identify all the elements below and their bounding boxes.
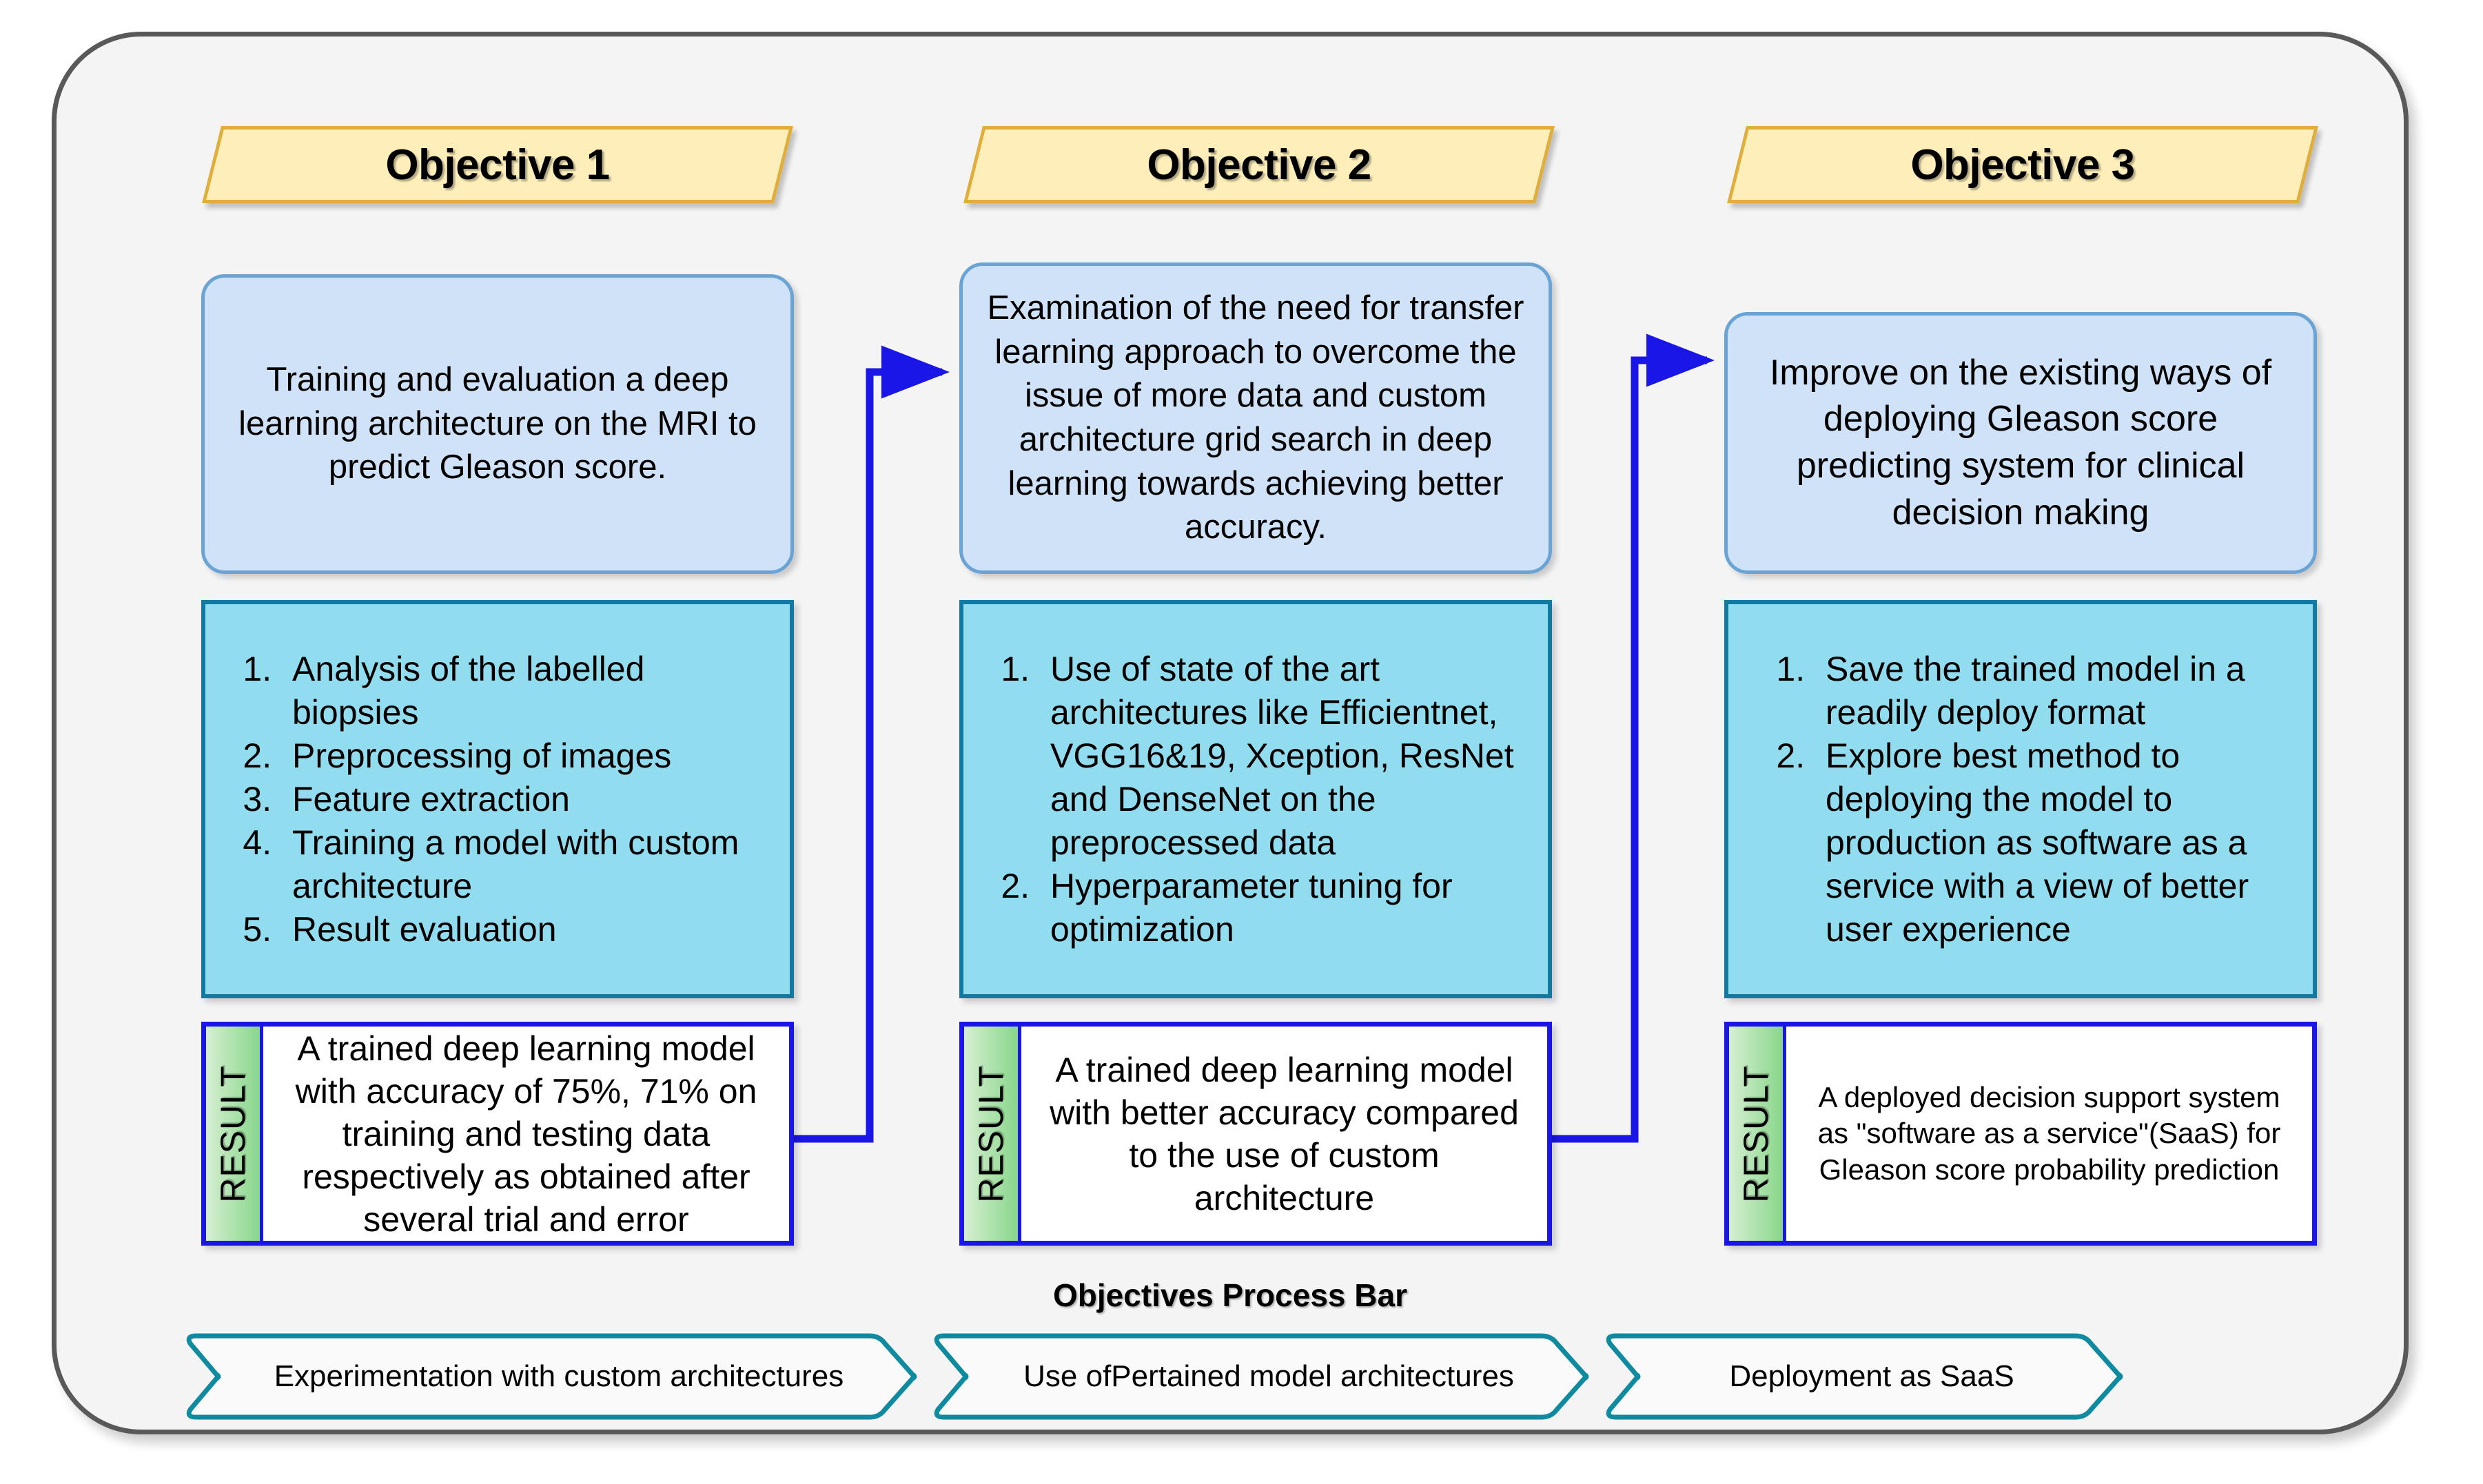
process-step-3[interactable]: Deployment as SaaS: [1600, 1332, 2124, 1421]
objective-banner-3: Objective 3: [1727, 126, 2318, 203]
list-item: Use of state of the art architectures li…: [1039, 648, 1535, 865]
objective-statement-text-1: Training and evaluation a deep learning …: [238, 360, 757, 486]
chevron-shape-2: [934, 1333, 1589, 1420]
result-tab-2: RESULT: [964, 1027, 1021, 1241]
result-tab-3: RESULT: [1729, 1027, 1786, 1241]
process-step-label-2: Use ofPertained model architectures: [1023, 1359, 1514, 1393]
process-step-label-3: Deployment as SaaS: [1729, 1359, 2014, 1393]
objective-statement-2: Examination of the need for transfer lea…: [959, 262, 1552, 574]
objective-banner-label-1: Objective 1: [385, 141, 610, 189]
objective-statement-1: Training and evaluation a deep learning …: [201, 274, 794, 574]
task-list-3: Save the trained model in a readily depl…: [1728, 648, 2313, 951]
result-text-1: A trained deep learning model with accur…: [295, 1029, 757, 1239]
objective-banner-label-3: Objective 3: [1910, 141, 2135, 189]
result-tab-label-3: RESULT: [1737, 1064, 1775, 1203]
list-item: Analysis of the labelled biopsies: [281, 648, 777, 734]
objective-tasks-1: Analysis of the labelled biopsies Prepro…: [201, 600, 794, 998]
objective-statement-3: Improve on the existing ways of deployin…: [1724, 312, 2317, 574]
objective-statement-text-3: Improve on the existing ways of deployin…: [1769, 352, 2272, 533]
list-item: Feature extraction: [281, 778, 777, 821]
process-step-label-1: Experimentation with custom architecture…: [274, 1359, 844, 1393]
result-text-2: A trained deep learning model with bette…: [1050, 1050, 1519, 1217]
process-step-2[interactable]: Use ofPertained model architectures: [928, 1332, 1590, 1421]
list-item: Result evaluation: [281, 908, 777, 951]
objective-tasks-2: Use of state of the art architectures li…: [959, 600, 1552, 998]
list-item: Save the trained model in a readily depl…: [1815, 648, 2300, 734]
task-list-1: Analysis of the labelled biopsies Prepro…: [205, 648, 790, 951]
task-list-2: Use of state of the art architectures li…: [963, 648, 1548, 951]
chevron-shape-1: [186, 1333, 917, 1420]
process-bar-title: Objectives Process Bar: [1053, 1277, 1407, 1313]
result-text-3: A deployed decision support system as "s…: [1817, 1081, 2281, 1186]
result-tab-label-2: RESULT: [972, 1064, 1010, 1203]
list-item: Explore best method to deploying the mod…: [1815, 734, 2300, 951]
objective-banner-label-2: Objective 2: [1147, 141, 1371, 189]
objective-result-1: RESULT A trained deep learning model wit…: [201, 1022, 794, 1246]
connector-2-to-3: [1531, 333, 1715, 1143]
objective-result-2: RESULT A trained deep learning model wit…: [959, 1022, 1552, 1246]
list-item: Preprocessing of images: [281, 734, 777, 778]
diagram-frame: Objective 1 Training and evaluation a de…: [52, 32, 2409, 1434]
objective-result-3: RESULT A deployed decision support syste…: [1724, 1022, 2317, 1246]
result-tab-1: RESULT: [206, 1027, 263, 1241]
objective-tasks-3: Save the trained model in a readily depl…: [1724, 600, 2317, 998]
objective-statement-text-2: Examination of the need for transfer lea…: [987, 289, 1524, 546]
process-bar: Experimentation with custom architecture…: [181, 1332, 2289, 1421]
result-tab-label-1: RESULT: [214, 1064, 252, 1203]
list-item: Training a model with custom architectur…: [281, 821, 777, 908]
list-item: Hyperparameter tuning for optimization: [1039, 865, 1535, 951]
objective-banner-1: Objective 1: [202, 126, 793, 203]
process-step-1[interactable]: Experimentation with custom architecture…: [181, 1332, 918, 1421]
objective-banner-2: Objective 2: [963, 126, 1555, 203]
chevron-shape-3: [1606, 1333, 2123, 1420]
